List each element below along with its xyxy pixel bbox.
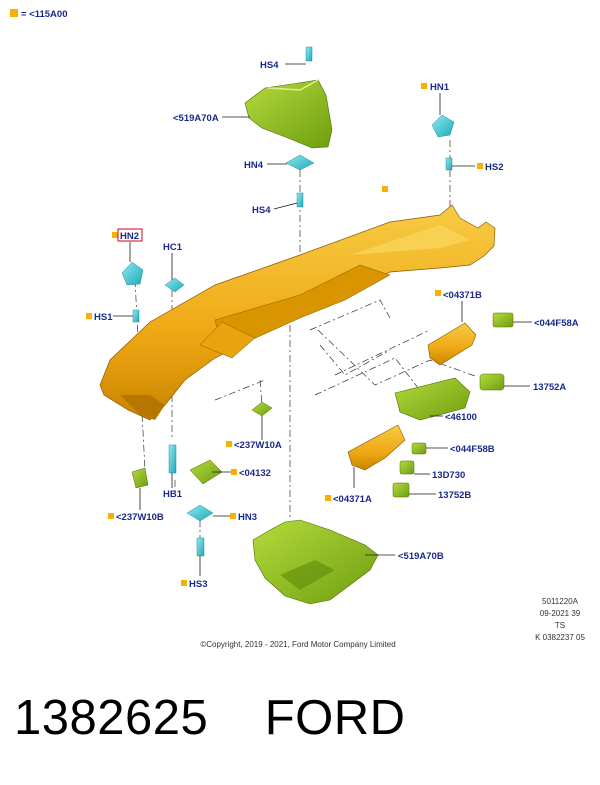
svg-text:K 0382237 05: K 0382237 05: [535, 633, 585, 642]
svg-text:09-2021 39: 09-2021 39: [540, 609, 581, 618]
parts-diagram: = <115A00: [10, 9, 585, 649]
label-hs4-top: HS4: [260, 60, 279, 71]
part-markers: [86, 83, 483, 586]
illustration-meta: 5011220A 09-2021 39 TS K 0382237 05: [535, 597, 585, 642]
module-46100: [394, 377, 471, 421]
label-hs4-mid: HS4: [252, 205, 271, 216]
legend-text: = <115A00: [21, 9, 68, 20]
label-237w10b: <237W10B: [116, 512, 164, 523]
small-green-parts: [131, 312, 514, 498]
clips-fasteners: [121, 46, 455, 557]
label-04371b: <04371B: [443, 290, 482, 301]
label-hb1: HB1: [163, 489, 183, 500]
label-hc1: HC1: [163, 242, 183, 253]
switch-panel-04371a: [347, 424, 406, 471]
copyright: ©Copyright, 2019 - 2021, Ford Motor Comp…: [200, 640, 395, 649]
label-13752b: 13752B: [438, 490, 471, 501]
lower-bezel-519a70b: [252, 519, 379, 605]
part-number-caption: 1382625 FORD: [14, 691, 406, 745]
label-044f58a: <044F58A: [534, 318, 579, 329]
label-04371a: <04371A: [333, 494, 372, 505]
label-hn2: HN2: [120, 231, 139, 242]
label-hn1: HN1: [430, 82, 450, 93]
label-13752a: 13752A: [533, 382, 566, 393]
legend-marker: [10, 9, 18, 17]
label-519a70b: <519A70B: [398, 551, 444, 562]
label-237w10a: <237W10A: [234, 440, 282, 451]
callout-labels: HS4 <519A70A HN4 HS4 HN1 HS2 HN2 HC1 HS1…: [94, 60, 579, 590]
label-hn4: HN4: [244, 160, 264, 171]
hn2-highlight-box: [117, 228, 143, 242]
instrument-panel: [99, 204, 496, 421]
svg-text:5011220A: 5011220A: [542, 597, 579, 606]
switch-panel-04371b: [427, 322, 477, 366]
svg-text:TS: TS: [555, 621, 565, 630]
label-hs3: HS3: [189, 579, 207, 590]
label-13d730: 13D730: [432, 470, 465, 481]
label-hn3: HN3: [238, 512, 257, 523]
label-hs2: HS2: [485, 162, 503, 173]
label-044f58b: <044F58B: [450, 444, 495, 455]
label-46100: <46100: [445, 412, 477, 423]
upper-bezel-519a70a: [244, 79, 333, 149]
label-hs1: HS1: [94, 312, 113, 323]
leader-lines: [113, 63, 532, 576]
label-519a70a: <519A70A: [173, 113, 219, 124]
label-04132: <04132: [239, 468, 271, 479]
